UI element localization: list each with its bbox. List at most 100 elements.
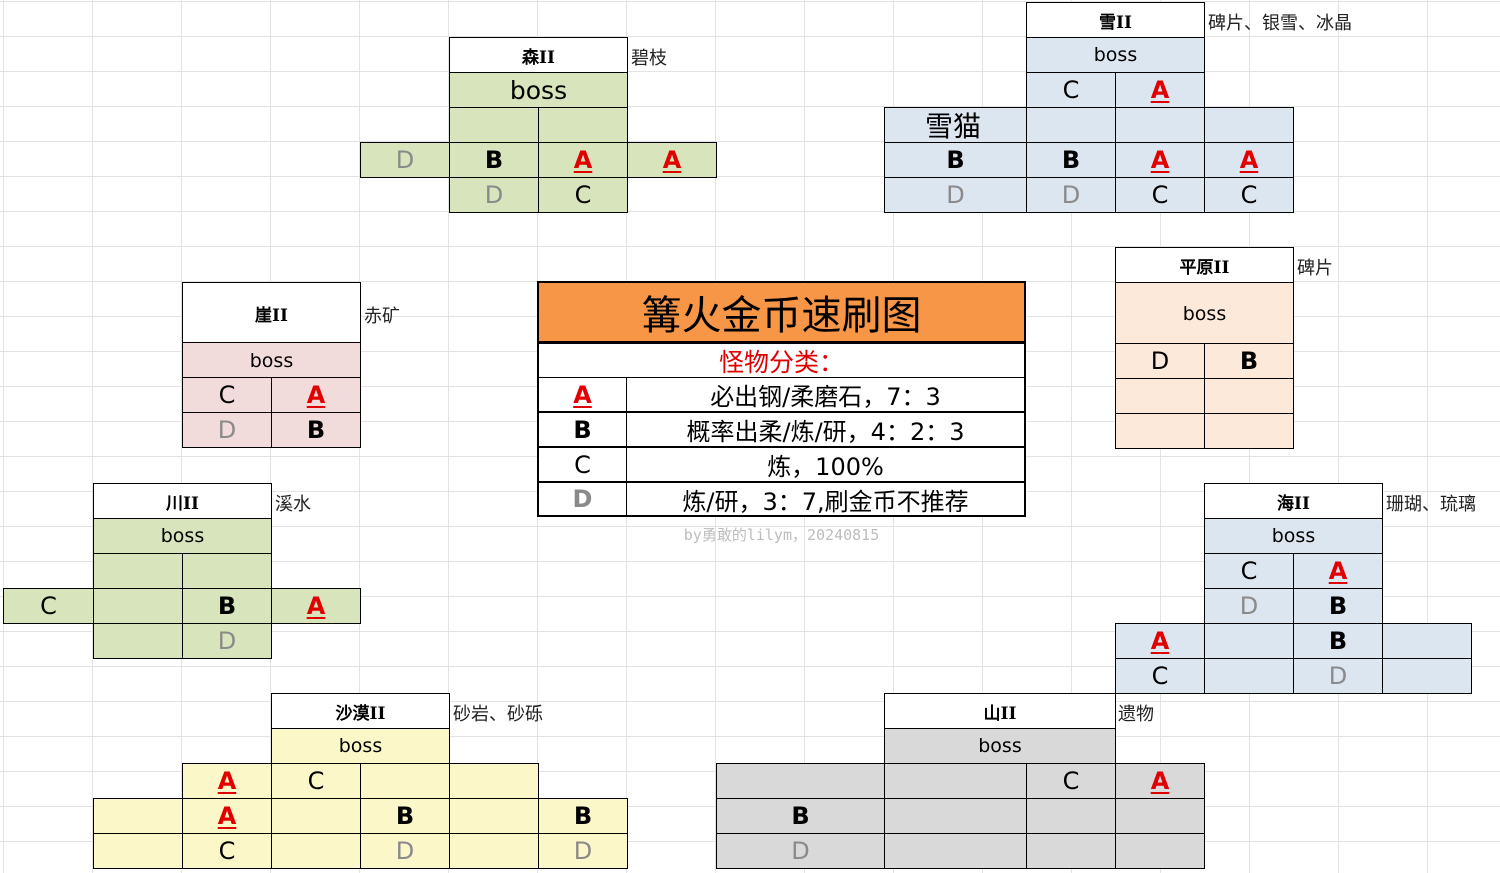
map-cell-snow: [1026, 107, 1116, 143]
map-title-cliff: 崖II: [182, 282, 361, 344]
map-cell-plains: boss: [1115, 282, 1294, 345]
map-note-desert: 砂岩、砂砾: [453, 704, 543, 725]
map-cell-cliff: B: [271, 412, 361, 448]
map-cell-snow: D: [1026, 177, 1116, 213]
map-cell-sea: A: [1115, 623, 1205, 659]
map-cell-plains: [1115, 413, 1205, 449]
map-cell-forest: [538, 107, 628, 143]
map-cell-cliff: C: [182, 377, 272, 413]
map-cell-desert: [93, 798, 183, 834]
map-cell-sea: [1382, 658, 1472, 694]
map-cell-river: C: [3, 588, 94, 624]
map-cell-sea: C: [1115, 658, 1205, 694]
map-cell-sea: D: [1293, 658, 1383, 694]
map-cell-forest: C: [538, 177, 628, 213]
legend-desc: 炼，100%: [626, 447, 1026, 482]
map-cell-snow: C: [1026, 72, 1116, 108]
credit-text: by勇敢的lilym，20240815: [683, 526, 880, 544]
map-cell-sea: A: [1293, 553, 1383, 589]
map-cell-plains: B: [1204, 343, 1294, 379]
map-cell-snow: [1204, 107, 1294, 143]
map-cell-cliff: D: [182, 412, 272, 448]
legend-key: B: [537, 412, 627, 447]
map-cell-mountain: [1026, 798, 1116, 834]
map-cell-desert: [449, 798, 539, 834]
map-cell-snow: 雪猫: [884, 107, 1027, 143]
map-cell-sea: B: [1293, 623, 1383, 659]
map-cell-snow: [1115, 107, 1205, 143]
map-cell-snow: A: [1115, 72, 1205, 108]
map-note-forest: 碧枝: [631, 48, 667, 69]
map-cell-river: B: [182, 588, 272, 624]
map-cell-desert: B: [360, 798, 450, 834]
map-title-desert: 沙漠II: [271, 693, 450, 729]
map-cell-desert: C: [182, 833, 272, 869]
map-cell-desert: [360, 763, 450, 799]
map-cell-sea: [1204, 623, 1294, 659]
map-note-cliff: 赤矿: [364, 306, 400, 327]
map-note-river: 溪水: [275, 494, 311, 515]
map-cell-sea: B: [1293, 588, 1383, 624]
map-cell-river: [93, 588, 183, 624]
legend-desc: 概率出柔/炼/研，4：2：3: [626, 412, 1026, 447]
map-cell-snow: B: [1026, 142, 1116, 178]
map-note-plains: 碑片: [1297, 258, 1333, 279]
map-cell-forest: boss: [449, 72, 628, 108]
map-cell-mountain: [884, 798, 1027, 834]
map-note-sea: 珊瑚、琉璃: [1386, 494, 1476, 515]
map-cell-sea: boss: [1204, 518, 1383, 554]
map-cell-snow: C: [1204, 177, 1294, 213]
map-cell-desert: [271, 833, 361, 869]
map-cell-mountain: [884, 833, 1027, 869]
legend-key: C: [537, 447, 627, 482]
legend-key: D: [537, 482, 627, 517]
map-cell-cliff: A: [271, 377, 361, 413]
map-cell-desert: [93, 833, 183, 869]
map-cell-forest: [449, 107, 539, 143]
legend-title: 篝火金币速刷图: [537, 281, 1026, 343]
map-cell-mountain: [884, 763, 1027, 799]
map-cell-sea: C: [1204, 553, 1294, 589]
map-cell-mountain: D: [716, 833, 885, 869]
legend-row-b: B 概率出柔/炼/研，4：2：3: [537, 412, 1026, 447]
map-note-snow: 碑片、银雪、冰晶: [1208, 13, 1352, 34]
map-cell-mountain: [1115, 798, 1205, 834]
map-cell-mountain: B: [716, 798, 885, 834]
map-cell-sea: [1382, 623, 1472, 659]
map-cell-snow: A: [1115, 142, 1205, 178]
legend-row-c: C 炼，100%: [537, 447, 1026, 482]
map-title-plains: 平原II: [1115, 247, 1294, 283]
map-cell-desert: [449, 763, 539, 799]
map-cell-sea: D: [1204, 588, 1294, 624]
map-cell-river: [93, 553, 183, 589]
map-cell-sea: [1204, 658, 1294, 694]
map-cell-mountain: A: [1115, 763, 1205, 799]
map-cell-mountain: C: [1026, 763, 1116, 799]
legend-row-d: D 炼/研，3：7,刷金币不推荐: [537, 482, 1026, 517]
map-title-river: 川II: [93, 483, 272, 519]
map-cell-river: A: [271, 588, 361, 624]
map-title-forest: 森II: [449, 37, 628, 73]
map-cell-desert: [449, 833, 539, 869]
map-cell-plains: [1115, 378, 1205, 414]
legend-key: A: [537, 377, 627, 412]
map-cell-mountain: boss: [884, 728, 1116, 764]
map-cell-forest: B: [449, 142, 539, 178]
map-cell-mountain: [1115, 833, 1205, 869]
map-cell-plains: [1204, 378, 1294, 414]
map-cell-mountain: [716, 763, 885, 799]
map-cell-river: [93, 623, 183, 659]
map-cell-desert: C: [271, 763, 361, 799]
map-cell-desert: D: [538, 833, 628, 869]
map-cell-snow: C: [1115, 177, 1205, 213]
map-cell-desert: B: [538, 798, 628, 834]
map-cell-forest: D: [360, 142, 450, 178]
map-title-mountain: 山II: [884, 693, 1116, 729]
map-cell-cliff: boss: [182, 342, 361, 379]
map-cell-desert: A: [182, 798, 272, 834]
map-cell-river: [182, 553, 272, 589]
map-cell-plains: D: [1115, 343, 1205, 379]
map-cell-desert: D: [360, 833, 450, 869]
map-cell-plains: [1204, 413, 1294, 449]
map-note-mountain: 遗物: [1118, 704, 1154, 725]
